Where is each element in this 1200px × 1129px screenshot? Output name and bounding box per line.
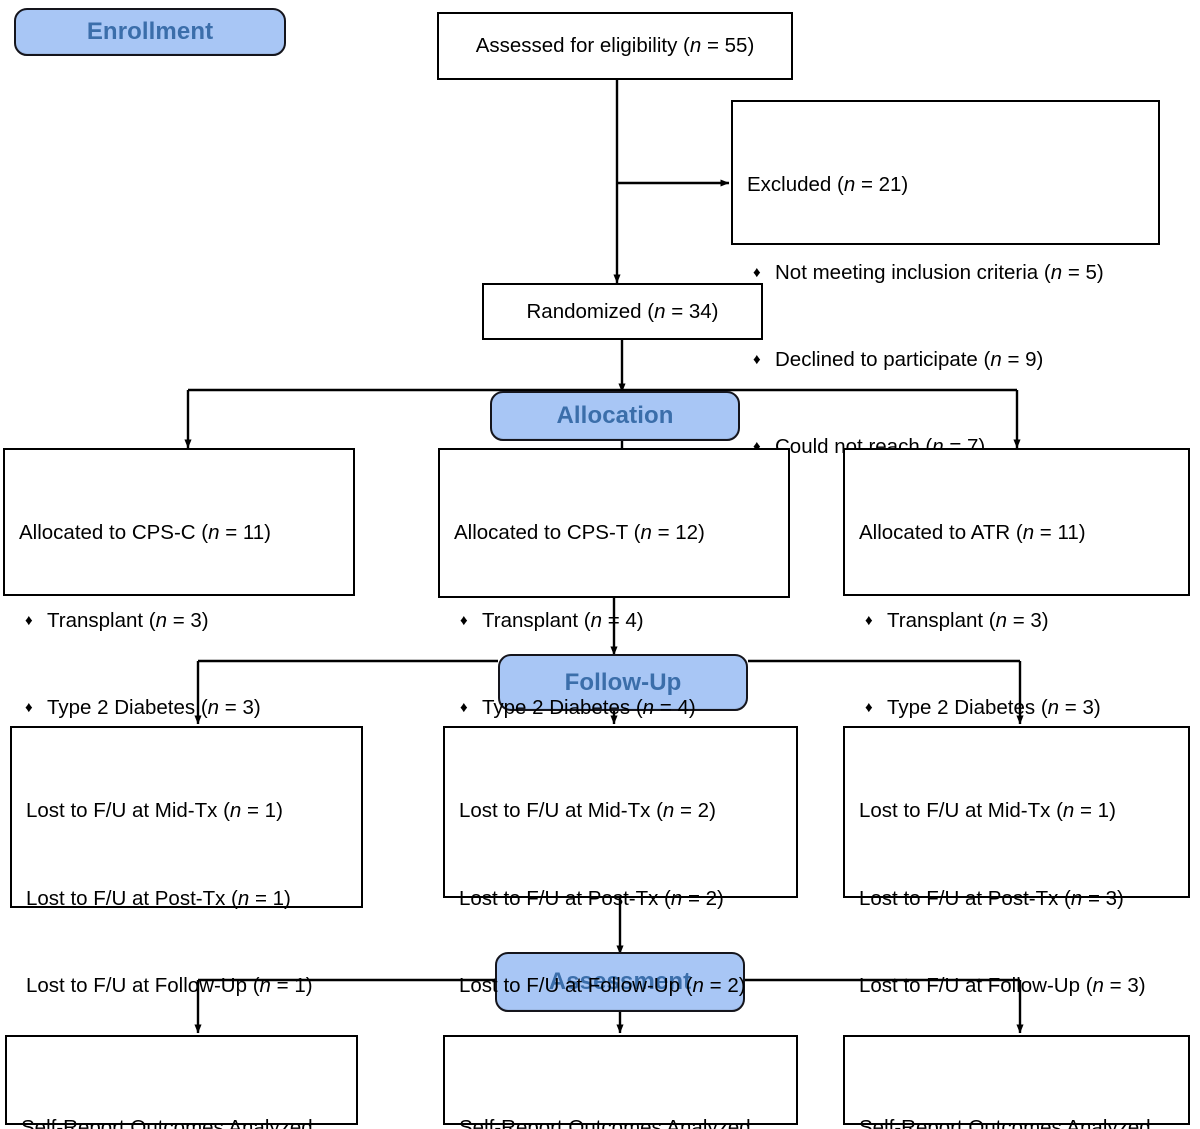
allocation-2-item-1: ♦ Type 2 Diabetes (n = 3) bbox=[859, 693, 1176, 722]
box-assessment-atr: Self-Report Outcomes Analyzed (n = 10) bbox=[843, 1035, 1190, 1129]
box-assessment-cps-c: Self-Report Outcomes Analyzed (n = 11) bbox=[5, 1035, 358, 1129]
allocation-1-item-1: ♦ Type 2 Diabetes (n = 4) bbox=[454, 693, 776, 722]
excluded-reason-0-label: Not meeting inclusion criteria (n = 5) bbox=[775, 260, 1104, 284]
diamond-bullet-icon: ♦ bbox=[25, 698, 33, 716]
assessed-title: Assessed for eligibility (n = 55) bbox=[475, 34, 755, 58]
allocation-1-item-1-label: Type 2 Diabetes (n = 4) bbox=[482, 695, 696, 719]
box-assessment-cps-t: Self-Report Outcomes Analyzed (n = 11) bbox=[443, 1035, 798, 1129]
phase-followup-text: Follow-Up bbox=[564, 668, 682, 696]
followup-0-line-0: Lost to F/U at Mid-Tx (n = 1) bbox=[26, 799, 283, 823]
allocation-1-title: Allocated to CPS-T (n = 12) bbox=[454, 521, 705, 545]
allocation-1-item-0: ♦ Transplant (n = 4) bbox=[454, 606, 776, 635]
box-followup-atr: Lost to F/U at Mid-Tx (n = 1) Lost to F/… bbox=[843, 726, 1190, 1084]
diamond-bullet-icon: ♦ bbox=[865, 611, 873, 629]
box-assessed-for-eligibility: Assessed for eligibility (n = 55) bbox=[437, 12, 793, 80]
diamond-bullet-icon: ♦ bbox=[753, 263, 761, 281]
phase-label-allocation: Allocation bbox=[490, 391, 740, 441]
randomized-title: Randomized (n = 34) bbox=[526, 299, 719, 323]
allocation-2-title: Allocated to ATR (n = 11) bbox=[859, 521, 1086, 545]
diamond-bullet-icon: ♦ bbox=[25, 611, 33, 629]
diamond-bullet-icon: ♦ bbox=[865, 698, 873, 716]
diamond-bullet-icon: ♦ bbox=[753, 438, 761, 456]
allocation-0-item-0: ♦ Transplant (n = 3) bbox=[19, 606, 341, 635]
assessment-1-line-1: Self-Report Outcomes Analyzed bbox=[459, 1116, 751, 1129]
allocation-0-item-0-label: Transplant (n = 3) bbox=[47, 608, 209, 632]
followup-0-line-1: Lost to F/U at Post-Tx (n = 1) bbox=[26, 886, 291, 910]
followup-2-line-0: Lost to F/U at Mid-Tx (n = 1) bbox=[859, 799, 1116, 823]
box-randomized: Randomized (n = 34) bbox=[482, 283, 763, 340]
excluded-reason-1: ♦ Declined to participate (n = 9) bbox=[747, 345, 1146, 374]
followup-2-line-2: Lost to F/U at Follow-Up (n = 3) bbox=[859, 973, 1146, 997]
allocation-0-item-1: ♦ Type 2 Diabetes (n = 3) bbox=[19, 693, 341, 722]
allocation-2-item-1-label: Type 2 Diabetes (n = 3) bbox=[887, 695, 1101, 719]
diamond-bullet-icon: ♦ bbox=[460, 611, 468, 629]
followup-2-line-1: Lost to F/U at Post-Tx (n = 3) bbox=[859, 886, 1124, 910]
allocation-1-item-0-label: Transplant (n = 4) bbox=[482, 608, 644, 632]
excluded-reason-0: ♦ Not meeting inclusion criteria (n = 5) bbox=[747, 258, 1146, 287]
followup-1-line-0: Lost to F/U at Mid-Tx (n = 2) bbox=[459, 799, 716, 823]
box-followup-cps-c: Lost to F/U at Mid-Tx (n = 1) Lost to F/… bbox=[10, 726, 363, 1084]
followup-1-line-2: Lost to F/U at Follow-Up (n = 2) bbox=[459, 973, 746, 997]
box-allocation-atr: Allocated to ATR (n = 11) ♦ Transplant (… bbox=[843, 448, 1190, 806]
allocation-0-item-1-label: Type 2 Diabetes (n = 3) bbox=[47, 695, 261, 719]
phase-label-followup: Follow-Up bbox=[498, 654, 748, 711]
excluded-reason-1-label: Declined to participate (n = 9) bbox=[775, 347, 1044, 371]
followup-1-line-1: Lost to F/U at Post-Tx (n = 2) bbox=[459, 886, 724, 910]
allocation-0-title: Allocated to CPS-C (n = 11) bbox=[19, 521, 272, 545]
diamond-bullet-icon: ♦ bbox=[753, 350, 761, 368]
phase-label-assessment: Assessment bbox=[495, 952, 745, 1012]
box-allocation-cps-t: Allocated to CPS-T (n = 12) ♦ Transplant… bbox=[438, 448, 790, 806]
box-allocation-cps-c: Allocated to CPS-C (n = 11) ♦ Transplant… bbox=[3, 448, 355, 806]
followup-0-line-2: Lost to F/U at Follow-Up (n = 1) bbox=[26, 973, 313, 997]
assessment-2-line-1: Self-Report Outcomes Analyzed bbox=[859, 1116, 1151, 1129]
allocation-2-item-0: ♦ Transplant (n = 3) bbox=[859, 606, 1176, 635]
phase-allocation-text: Allocation bbox=[556, 402, 674, 429]
box-followup-cps-t: Lost to F/U at Mid-Tx (n = 2) Lost to F/… bbox=[443, 726, 798, 1084]
diamond-bullet-icon: ♦ bbox=[460, 698, 468, 716]
phase-enrollment-text: Enrollment bbox=[86, 18, 214, 45]
phase-label-enrollment: Enrollment bbox=[14, 8, 286, 56]
phase-assessment-text: Assessment bbox=[548, 968, 692, 995]
assessment-0-line-1: Self-Report Outcomes Analyzed bbox=[21, 1116, 313, 1129]
excluded-title: Excluded (n = 21) bbox=[747, 173, 909, 197]
box-excluded: Excluded (n = 21) ♦ Not meeting inclusio… bbox=[731, 100, 1160, 458]
allocation-2-item-0-label: Transplant (n = 3) bbox=[887, 608, 1049, 632]
